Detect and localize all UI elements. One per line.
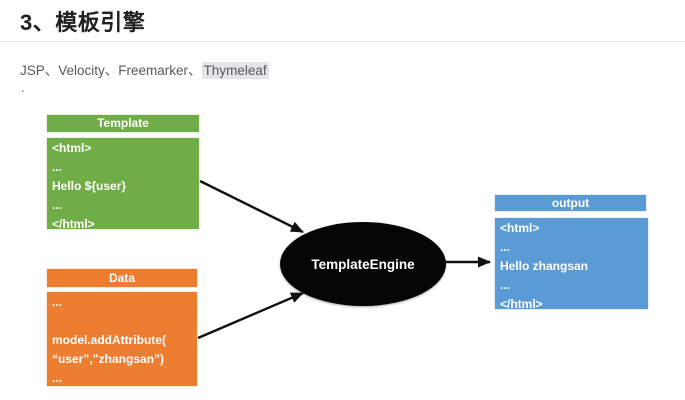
code-line: ... [52, 198, 63, 212]
engine-item-jsp: JSP [20, 63, 45, 78]
list-separator: 、 [104, 63, 119, 78]
data-box: Data ... model.addAttribute( “user”,”zha… [46, 268, 198, 387]
stray-period: . [21, 80, 25, 95]
template-engine-label: TemplateEngine [311, 256, 415, 272]
list-separator: 、 [188, 63, 202, 78]
template-box-title: Template [46, 114, 200, 133]
code-line: </html> [52, 217, 95, 231]
arrow-data-to-engine [197, 291, 304, 340]
output-box-title: output [494, 194, 647, 212]
data-box-code: ... model.addAttribute( “user”,”zhangsan… [46, 291, 198, 387]
code-line: </html> [500, 297, 543, 311]
template-engine-ellipse: TemplateEngine [280, 222, 446, 306]
code-line: ... [52, 295, 63, 309]
code-line [52, 312, 197, 331]
code-line: ... [52, 371, 63, 385]
code-line: Hello zhangsan [500, 259, 589, 273]
code-line: “user”,”zhangsan”) [52, 352, 165, 366]
page-title: 3、模板引擎 [20, 10, 146, 35]
list-separator: 、 [44, 63, 59, 78]
output-box: output <html> ... Hello zhangsan ... </h… [494, 194, 649, 311]
engine-item-velocity: Velocity [58, 63, 105, 78]
engine-item-thymeleaf-highlighted: Thymeleaf [201, 62, 269, 79]
arrow-template-to-engine [199, 179, 304, 234]
data-box-title: Data [46, 268, 198, 288]
code-line: <html> [500, 221, 540, 235]
code-line: ... [500, 240, 511, 254]
template-box-code: <html> ... Hello ${user} ... </html> [46, 137, 200, 231]
template-engine-list: JSP、Velocity、Freemarker、Thymeleaf [20, 59, 269, 79]
engine-item-freemarker: Freemarker [118, 63, 189, 78]
code-line: Hello ${user} [52, 179, 127, 193]
code-line: ... [52, 160, 63, 174]
code-line: ... [500, 278, 511, 292]
code-line: <html> [52, 141, 92, 155]
output-box-code: <html> ... Hello zhangsan ... </html> [494, 217, 649, 311]
template-box: Template <html> ... Hello ${user} ... </… [46, 114, 200, 231]
heading-divider [0, 41, 685, 42]
code-line: model.addAttribute( [52, 333, 166, 347]
